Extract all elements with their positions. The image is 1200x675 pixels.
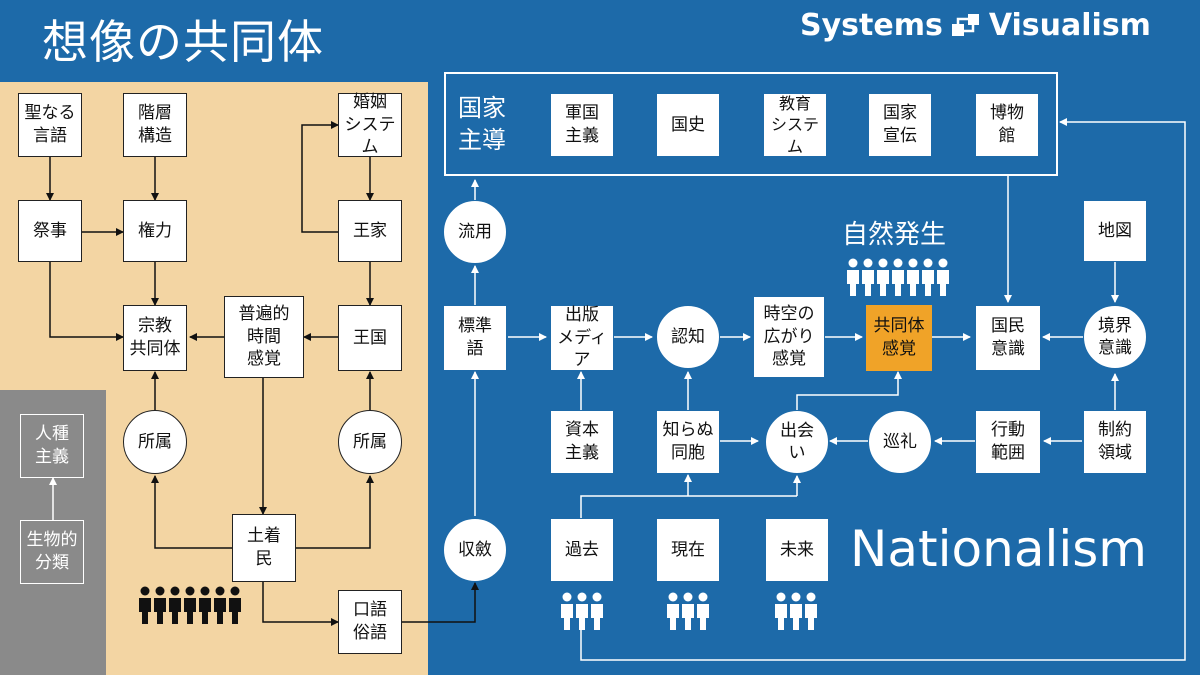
node-universal-time: 普遍的 時間 感覚 [224, 296, 304, 378]
people-group-icon [667, 592, 709, 630]
logo-text-left: Systems [800, 8, 943, 43]
node-ritual: 祭事 [18, 200, 82, 262]
node-print-capitalism: 資本 主義 [550, 410, 614, 474]
systems-visualism-logo-icon [951, 11, 981, 41]
logo-text-right: Visualism [988, 8, 1151, 43]
nationalism-label: Nationalism [850, 520, 1147, 578]
node-belonging-right: 所属 [338, 410, 402, 474]
node-national-consciousness: 国民 意識 [975, 305, 1041, 371]
node-power: 権力 [123, 200, 187, 262]
node-print-media: 出版 メディア [550, 305, 614, 371]
node-education-system: 教育 システム [763, 93, 827, 157]
brand-logo: Systems Visualism [800, 8, 1151, 43]
node-future: 未来 [765, 518, 829, 582]
node-sacred-language: 聖なる 言語 [18, 93, 82, 157]
people-group-icon [847, 258, 949, 296]
people-group-icon [561, 592, 603, 630]
node-community-sense: 共同体 感覚 [866, 305, 932, 371]
node-restricted-area: 制約 領域 [1083, 410, 1147, 474]
people-group-icon [775, 592, 817, 630]
people-group-icon [139, 586, 241, 624]
node-kingdom: 王国 [338, 305, 402, 371]
node-national-history: 国史 [656, 93, 720, 157]
node-standard-language: 標準 語 [443, 305, 507, 371]
node-spacetime: 時空の 広がり 感覚 [753, 296, 825, 378]
node-pilgrimage: 巡礼 [868, 410, 932, 474]
node-boundary-consciousness: 境界 意識 [1083, 305, 1147, 369]
node-belonging-left: 所属 [123, 410, 187, 474]
node-militarism: 軍国 主義 [550, 93, 614, 157]
state-led-label: 国家 主導 [458, 94, 506, 155]
node-unknown-compatriots: 知らぬ 同胞 [656, 410, 720, 474]
node-marriage-system: 婚姻 システム [338, 92, 402, 157]
node-range-of-action: 行動 範囲 [975, 410, 1041, 474]
spontaneous-label: 自然発生 [842, 220, 947, 250]
node-cognition: 認知 [656, 305, 720, 369]
node-royal-house: 王家 [338, 200, 402, 262]
node-natives: 土着 民 [232, 514, 296, 582]
node-state-propaganda: 国家 宣伝 [868, 93, 932, 157]
node-museum: 博物 館 [975, 93, 1039, 157]
page-title: 想像の共同体 [42, 15, 324, 69]
node-bio-classification: 生物的 分類 [20, 520, 84, 584]
node-vernacular: 口語 俗語 [338, 590, 402, 654]
node-map: 地図 [1083, 200, 1147, 262]
node-hierarchy: 階層 構造 [123, 93, 187, 157]
node-encounter: 出会 い [765, 410, 829, 474]
node-past: 過去 [550, 518, 614, 582]
node-religious-community: 宗教 共同体 [123, 305, 187, 371]
state-led-frame [444, 72, 1058, 176]
node-appropriation: 流用 [443, 200, 507, 264]
node-present: 現在 [656, 518, 720, 582]
node-racism: 人種 主義 [20, 414, 84, 478]
node-convergence: 収斂 [443, 518, 507, 582]
